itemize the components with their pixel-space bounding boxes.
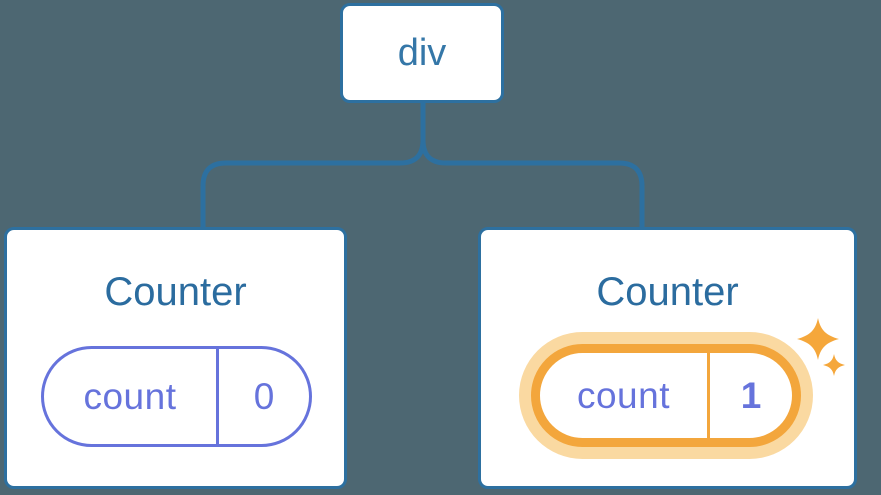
connector-right-branch: [420, 103, 645, 228]
tree-root-node: div: [340, 3, 504, 103]
sparkle-icon: [797, 318, 845, 376]
state-value: 0: [253, 375, 275, 417]
pill-divider: [707, 353, 710, 438]
state-pill-highlighted: count 1: [531, 344, 801, 447]
component-title: Counter: [104, 270, 247, 314]
state-pill: count 0: [41, 346, 312, 447]
component-card-counter-1: Counter count 0: [4, 227, 347, 489]
pill-divider: [216, 349, 219, 444]
sparkle-large: [797, 318, 839, 360]
state-key-label: count: [576, 374, 670, 416]
sparkle-small: [823, 354, 845, 376]
state-value: 1: [740, 374, 762, 416]
component-title: Counter: [596, 270, 739, 314]
connector-left-branch: [200, 103, 426, 228]
component-card-counter-2: Counter count 1: [478, 227, 857, 489]
state-key-label: count: [83, 375, 177, 417]
root-node-label: div: [397, 31, 447, 74]
